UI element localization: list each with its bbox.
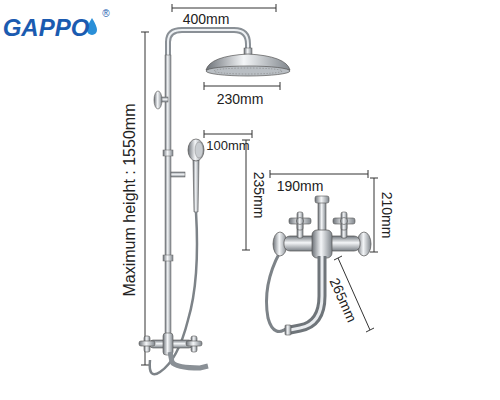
- brand-logo: GAPPO: [3, 16, 90, 40]
- mixer-detail: [315, 196, 329, 203]
- rain-shower-head: [206, 48, 290, 76]
- dimension-line: [370, 252, 378, 253]
- dimension-line: [141, 4, 378, 365]
- mixer-detail: [289, 212, 355, 238]
- dimension-line: [280, 82, 281, 90]
- dimension-line: [252, 130, 253, 138]
- wall-bracket: [154, 91, 162, 109]
- mixer-detail: [341, 218, 348, 225]
- mixer-detail: [297, 212, 303, 230]
- mixer-detail: [297, 218, 304, 225]
- mixer-detail: [290, 256, 322, 330]
- dimension-label: 190mm: [277, 179, 324, 193]
- bath-mixer: [186, 341, 202, 346]
- mixer-detail: [267, 252, 291, 331]
- dimension-line: [204, 82, 205, 90]
- dimension-line: [246, 140, 247, 250]
- dimension-line: [366, 328, 374, 332]
- trademark-mark: ®: [102, 9, 109, 19]
- dimension-line: [370, 178, 378, 179]
- dimension-line: [141, 365, 149, 366]
- bath-mixer: [139, 333, 208, 368]
- hand-shower: [171, 172, 185, 177]
- shower-column: [163, 255, 173, 261]
- dimension-line: [374, 178, 375, 252]
- hand-shower: [193, 160, 199, 212]
- hand-shower: [150, 212, 197, 374]
- dimension-label: 400mm: [183, 12, 230, 26]
- mixer-detail: [333, 218, 355, 224]
- dimension-line: [172, 4, 173, 12]
- bath-mixer: [139, 336, 202, 352]
- dimension-label: 230mm: [217, 92, 264, 106]
- dimension-line: [276, 4, 277, 12]
- mixer-detail: [289, 218, 311, 224]
- dimension-line: [141, 32, 149, 33]
- dimension-label: 235mm: [252, 172, 266, 219]
- shower-column: [163, 30, 248, 340]
- dimension-label: 210mm: [380, 192, 394, 239]
- bath-mixer: [139, 341, 155, 346]
- dimension-line: [242, 250, 250, 251]
- dimension-label: 265mm: [327, 276, 359, 324]
- dimension-line: [145, 32, 146, 365]
- dimension-line: [204, 86, 280, 87]
- mixer-detail: [312, 230, 332, 258]
- dimension-line: [270, 174, 368, 175]
- rain-shower-head: [206, 66, 290, 76]
- bath-mixer: [170, 352, 208, 368]
- rain-shower-head: [214, 68, 282, 74]
- mixer-detail: [267, 196, 372, 335]
- shower-column: [163, 150, 173, 156]
- dimension-line: [204, 134, 252, 135]
- wall-bracket: [154, 91, 168, 109]
- dimension-line: [368, 170, 369, 178]
- dimension-line: [204, 130, 205, 138]
- dimension-label: 100mm: [206, 139, 249, 152]
- dimension-line: [172, 8, 276, 9]
- hand-shower: [150, 139, 204, 374]
- hand-shower: [195, 142, 203, 158]
- dimension-line: [270, 170, 271, 178]
- dimension-label: Maximum height : 1550mm: [122, 104, 138, 297]
- mixer-detail: [285, 325, 291, 335]
- hand-shower: [188, 139, 204, 161]
- mixer-detail: [341, 212, 347, 230]
- mixer-detail: [290, 256, 322, 330]
- dimension-line: [334, 256, 342, 260]
